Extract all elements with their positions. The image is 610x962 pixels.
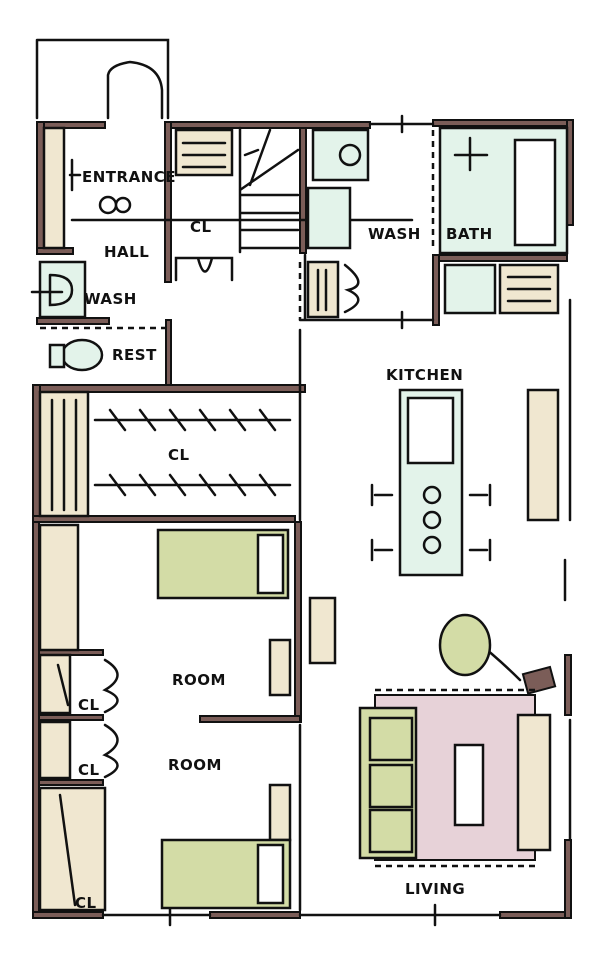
room-label-rest: REST — [112, 346, 157, 364]
room-label-closet-stairs: CL — [190, 218, 212, 236]
stairs — [238, 126, 300, 254]
room-label-entrance: ENTRANCE — [82, 168, 176, 186]
room-label-living: LIVING — [405, 880, 465, 898]
room-label-walkin-closet: CL — [168, 446, 190, 464]
walls — [32, 119, 574, 919]
room-label-closet-a: CL — [78, 696, 100, 714]
room-label-kitchen: KITCHEN — [386, 366, 463, 384]
toilet — [60, 338, 104, 372]
sofa — [358, 706, 418, 860]
bathtub — [513, 138, 557, 247]
room-label-closet-c: CL — [75, 894, 97, 912]
kitchen-cabinet — [526, 388, 560, 522]
tv-stand — [516, 713, 552, 852]
coffee-table — [453, 743, 485, 827]
shoe-cabinet — [42, 126, 66, 250]
refrigerator — [443, 263, 497, 315]
room-label-room-1: ROOM — [172, 671, 226, 689]
room-label-wash: WASH — [368, 225, 421, 243]
stools — [370, 483, 492, 562]
room-label-bath: BATH — [446, 225, 493, 243]
room-label-room-2: ROOM — [168, 756, 222, 774]
porch — [35, 38, 170, 120]
room-label-hall: HALL — [104, 243, 149, 261]
room-label-wash-small: WASH — [84, 290, 137, 308]
room-label-closet-b: CL — [78, 761, 100, 779]
lamp — [521, 665, 557, 695]
washbasin — [306, 186, 352, 250]
